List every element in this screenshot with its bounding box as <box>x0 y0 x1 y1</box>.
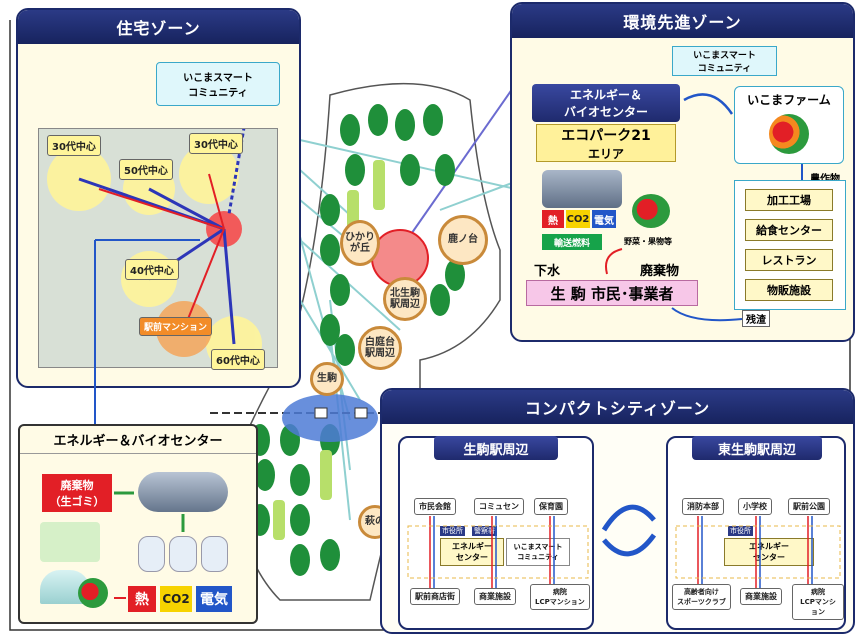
produce-label: 野菜・果物等 <box>624 237 672 246</box>
left-top-nursery: 保育園 <box>534 498 568 515</box>
waste-label: 廃棄物 <box>640 264 680 279</box>
housing-zone-panel: 住宅ゾーン いこまスマート コミュニティ <box>16 8 301 388</box>
crops-label: 農作物 <box>810 170 840 185</box>
left-mid-city-office: 市役所 <box>440 526 465 536</box>
compact-zone-title: コンパクトシティゾーン <box>382 390 853 424</box>
output-co2: CO2 <box>566 210 590 228</box>
map-label-kita-ikoma: 北生駒 駅周辺 <box>383 277 427 321</box>
facility-processing: 加工工場 <box>745 189 833 211</box>
environment-zone-title: 環境先進ゾーン <box>512 4 853 38</box>
fuel-label: 輸送燃料 <box>542 234 602 250</box>
green-areas <box>250 104 465 576</box>
bio-output-co2: CO2 <box>160 586 192 612</box>
map-label-asahi: 鹿ノ台 <box>438 215 488 265</box>
left-bottom-shops: 駅前商店街 <box>410 588 460 605</box>
right-bottom-hospital: 病院 LCPマンション <box>792 584 844 620</box>
left-mid-police: 警察署 <box>472 526 497 536</box>
area-label-60s: 60代中心 <box>211 349 265 370</box>
left-bottom-hospital: 病院 LCPマンション <box>530 584 590 610</box>
area-label-40s: 40代中心 <box>125 259 179 280</box>
higashi-ikoma-station-group: 東生駒駅周辺 消防本部 小学校 駅前公園 市役所 エネルギー センター 高齢者向… <box>666 436 846 630</box>
ikoma-station-group: 生駒駅周辺 市民会館 コミュセン 保育園 市役所 警察署 エネルギー センター … <box>398 436 594 630</box>
plant-illustration <box>542 170 622 208</box>
map-label-misc1: 生駒 <box>310 362 344 396</box>
left-top-hall: 市民会館 <box>414 498 456 515</box>
right-bottom-sports: 高齢者向け スポーツクラブ <box>672 584 731 610</box>
output-electric: 電気 <box>592 210 616 228</box>
compact-zone-panel: コンパクトシティゾーン 生駒駅周辺 市民会館 コミュセン 保育園 市役所 警察署… <box>380 388 855 634</box>
right-mid-city-office: 市役所 <box>728 526 753 536</box>
left-top-commu: コミュセン <box>474 498 524 515</box>
facility-lunch-center: 給食センター <box>745 219 833 241</box>
farm-title: いこまファーム <box>747 93 831 107</box>
left-bottom-commercial: 商業施設 <box>474 588 516 605</box>
produce-illustration <box>632 194 670 228</box>
map-label-hikari: ひかり が丘 <box>340 220 380 266</box>
area-label-30s-left: 30代中心 <box>47 135 101 156</box>
housing-zone-title: 住宅ゾーン <box>18 10 299 44</box>
energy-bio-title: エネルギー＆バイオセンター <box>20 426 256 454</box>
exchange-arrows <box>601 504 657 557</box>
ikoma-station-title: 生駒駅周辺 <box>434 436 558 460</box>
citizens-bar: 生 駒 市民･事業者 <box>526 280 698 306</box>
bio-output-heat: 熱 <box>128 586 156 612</box>
map-label-shiraniwa: 白庭台 駅周辺 <box>358 326 402 370</box>
people-illustration <box>40 522 100 562</box>
right-top-park: 駅前公園 <box>788 498 830 515</box>
right-energy-center: エネルギー センター <box>724 538 814 566</box>
right-bottom-commercial: 商業施設 <box>740 588 782 605</box>
facility-shop: 物販施設 <box>745 279 833 301</box>
right-top-fire: 消防本部 <box>682 498 724 515</box>
bio-output-electric: 電気 <box>196 586 232 612</box>
housing-map: 30代中心 50代中心 30代中心 40代中心 60代中心 駅前マンション <box>38 128 278 370</box>
env-energy-center: エネルギー＆ バイオセンター <box>532 84 680 122</box>
right-top-school: 小学校 <box>738 498 772 515</box>
station-marker <box>282 394 378 442</box>
housing-smart-community: いこまスマート コミュニティ <box>156 62 280 106</box>
sewage-label: 下水 <box>534 264 561 279</box>
area-label-50s: 50代中心 <box>119 159 173 180</box>
left-smart-community: いこまスマート コミュニティ <box>506 538 570 566</box>
facility-list: 加工工場 給食センター レストラン 物販施設 <box>734 180 846 310</box>
vegetables-icon <box>769 114 809 154</box>
residue-label: 残渣 <box>742 310 770 327</box>
higashi-ikoma-station-title: 東生駒駅周辺 <box>692 436 822 460</box>
left-energy-center: エネルギー センター <box>440 538 504 566</box>
waste-box: 廃棄物 （生ゴミ） <box>42 474 112 512</box>
area-label-30s-right: 30代中心 <box>189 133 243 154</box>
ecopark-title: エコパーク21 <box>561 127 651 144</box>
energy-bio-panel: エネルギー＆バイオセンター 廃棄物 （生ゴミ） 熱 CO2 電気 <box>18 424 258 624</box>
env-smart-community: いこまスマート コミュニティ <box>672 46 777 76</box>
tanks-illustration <box>138 536 228 572</box>
output-heat: 熱 <box>542 210 564 228</box>
ecopark-box: エコパーク21 エリア <box>536 124 676 162</box>
area-label-mansion: 駅前マンション <box>139 317 213 336</box>
vegetables-icon <box>78 578 108 608</box>
environment-zone-panel: 環境先進ゾーン いこまスマート コミュニティ エネルギー＆ バイオセンター エコ… <box>510 2 855 342</box>
farm-box: いこまファーム <box>734 86 844 164</box>
digester-illustration <box>138 472 228 512</box>
ecopark-subtitle: エリア <box>587 146 624 161</box>
facility-restaurant: レストラン <box>745 249 833 271</box>
